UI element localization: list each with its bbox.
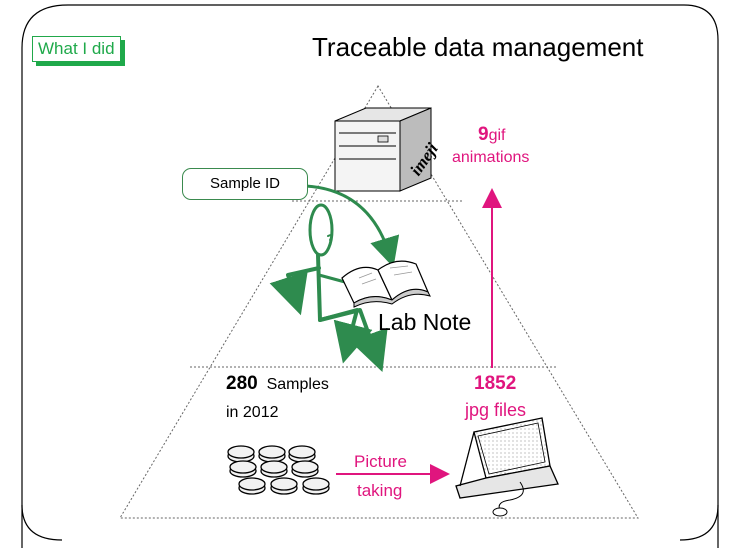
samples-year-label: in 2012 [226, 404, 279, 421]
samples-count: 280 [226, 373, 258, 394]
pyramid-outline [119, 85, 639, 519]
gif-unit: gif [488, 127, 506, 144]
lab-note-book-icon [341, 260, 431, 308]
picture-taking-label-line2: taking [357, 481, 403, 500]
sample-id-arrow [305, 184, 400, 268]
gif-animations-label: animations [452, 149, 530, 166]
samples-count-label: 280 Samples [226, 373, 329, 395]
gif-count: 9 [478, 124, 489, 145]
gif-count-label: 9gif [478, 124, 505, 146]
laptop-icon [455, 417, 559, 517]
jpg-count: 1852 [474, 373, 517, 394]
jpg-files-label: jpg files [465, 400, 527, 420]
server-icon: imeji [334, 107, 442, 192]
sample-id-callout: Sample ID [182, 168, 308, 200]
slide-title: Traceable data management [312, 32, 644, 62]
section-tag: What I did [32, 36, 121, 62]
picture-taking-label-line1: Picture [354, 452, 407, 471]
lab-note-label: Lab Note [378, 309, 472, 335]
sample-pellets-icon [227, 445, 330, 495]
samples-label: Samples [266, 376, 329, 393]
